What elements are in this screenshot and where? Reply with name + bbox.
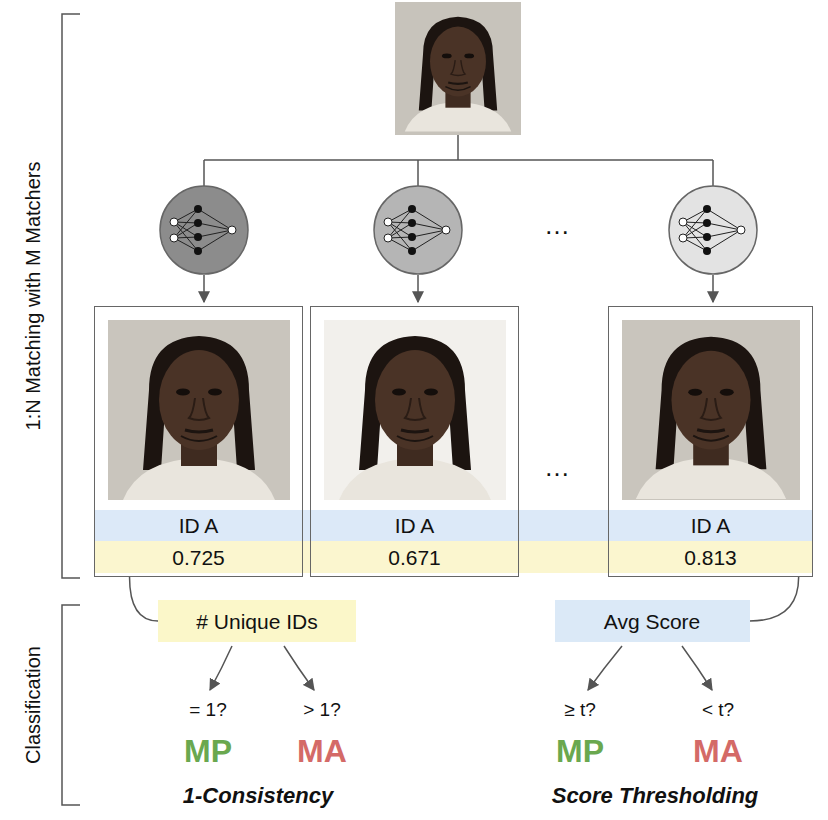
result-box: ID A 0.725 [94, 306, 303, 577]
photo-ground [395, 2, 521, 135]
photo-ground [324, 320, 506, 500]
match-photo [339, 336, 491, 500]
arrow [588, 646, 622, 690]
label: 1-Consistency [183, 783, 333, 808]
box-text: # Unique IDs [196, 610, 317, 634]
class-label: MP [184, 733, 232, 770]
label: = 1? [189, 699, 227, 721]
network-icon [384, 205, 450, 255]
result-box: ID A 0.671 [310, 306, 519, 577]
score-text: 0.725 [172, 546, 225, 570]
arrow [682, 646, 712, 690]
arrow [712, 275, 714, 302]
connector [130, 577, 158, 621]
bracket [62, 605, 80, 805]
class-label: MA [297, 733, 347, 770]
label: Score Thresholding [552, 783, 759, 808]
arrow [284, 646, 314, 690]
match-photo [636, 337, 786, 499]
result-box: ID A 0.813 [608, 306, 813, 577]
score-band [94, 541, 813, 573]
network-icon [679, 205, 745, 255]
connector [750, 577, 799, 621]
label: ≥ t? [564, 699, 596, 721]
box-text: Avg Score [604, 610, 701, 634]
query-photo [405, 17, 511, 132]
id-text: ID A [691, 514, 731, 538]
label: … [544, 211, 570, 241]
class-label: MP [556, 733, 604, 770]
arrow [417, 275, 419, 302]
matcher-circle [374, 186, 462, 274]
label: … [544, 453, 570, 483]
fan-out-line [204, 135, 713, 186]
class-label: MA [693, 733, 743, 770]
matcher-circle [160, 186, 248, 274]
match-photo [123, 336, 275, 500]
id-band [94, 510, 813, 541]
score-text: 0.813 [684, 546, 737, 570]
side-label: Classification [22, 646, 45, 764]
id-text: ID A [179, 514, 219, 538]
network-icon [170, 205, 236, 255]
classifier-box: Avg Score [555, 600, 750, 642]
arrow [203, 275, 205, 302]
side-label: 1:N Matching with M Matchers [22, 162, 45, 431]
score-text: 0.671 [388, 546, 441, 570]
label: > 1? [303, 699, 341, 721]
classifier-box: # Unique IDs [158, 600, 356, 642]
arrow [210, 646, 232, 690]
label: < t? [702, 699, 734, 721]
photo-ground [108, 320, 290, 500]
photo-ground [622, 320, 800, 500]
matcher-circle [669, 186, 757, 274]
id-text: ID A [395, 514, 435, 538]
bracket [62, 14, 80, 578]
